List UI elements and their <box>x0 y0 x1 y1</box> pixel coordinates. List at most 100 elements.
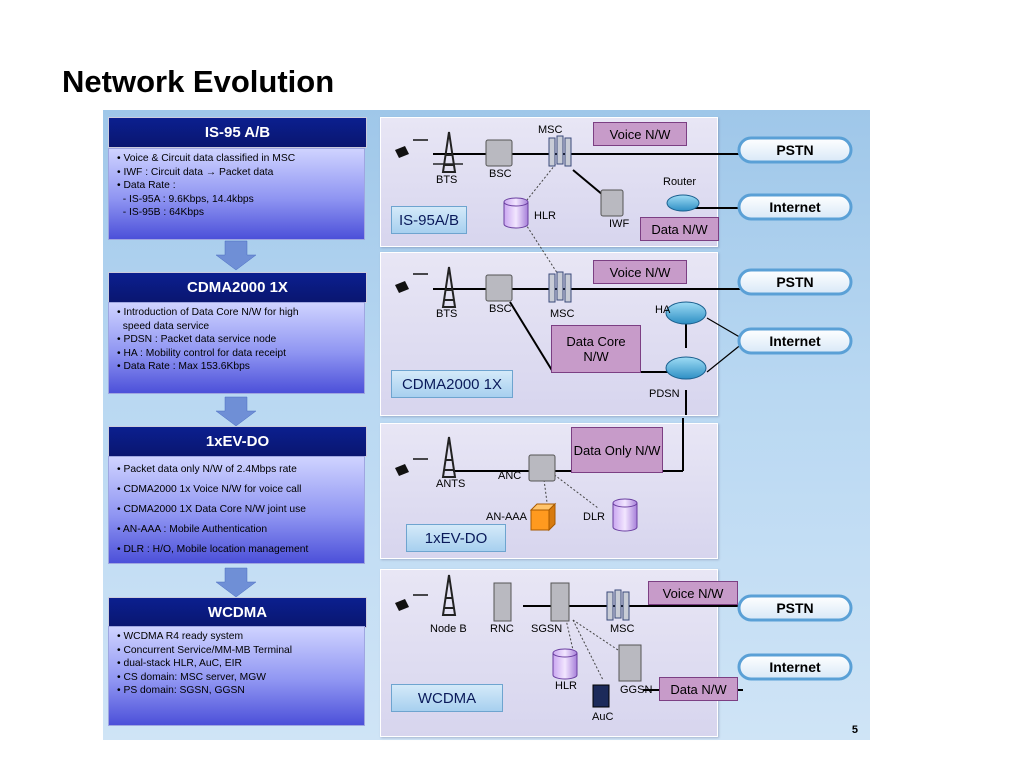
bsc-equipment-icon <box>485 139 513 167</box>
link-line <box>706 317 744 340</box>
msc-switch-icon <box>548 271 572 303</box>
down-arrow-icon <box>215 240 257 271</box>
bullet: • IWF : Circuit data → Packet data <box>117 166 274 178</box>
dlr-database-icon <box>612 503 638 532</box>
internet-cloud: Internet <box>739 655 851 679</box>
bullet: • CDMA2000 1X Data Core N/W joint use <box>117 504 307 515</box>
node-label-dlr: DLR <box>583 511 606 523</box>
hlr-database-icon <box>552 648 578 658</box>
internet-cloud-icon <box>737 653 853 681</box>
pdsn-router-icon <box>665 356 707 380</box>
gen-desc-wcdma: • WCDMA R4 ready system • Concurrent Ser… <box>108 626 365 726</box>
gen-header-1xevdo: 1xEV-DO <box>108 426 367 457</box>
bsc-equipment-icon <box>485 274 513 302</box>
node-label-bsc: BSC <box>489 303 512 315</box>
gen-desc-is95: • Voice & Circuit data classified in MSC… <box>108 148 365 240</box>
iwf-equipment-icon <box>600 189 624 217</box>
pstn-label: PSTN <box>776 600 814 616</box>
gen-header-cdma2000: CDMA2000 1X <box>108 272 367 303</box>
node-label-auc: AuC <box>592 711 614 723</box>
pstn-label: PSTN <box>776 142 814 158</box>
signal-link <box>522 154 564 206</box>
bullet: • dual-stack HLR, AuC, EIR <box>117 658 242 669</box>
bullet: • Data Rate : Max 153.6Kbps <box>117 361 250 372</box>
mobile-phone-icon <box>395 599 409 611</box>
gen-desc-1xevdo: • Packet data only N/W of 2.4Mbps rate •… <box>108 456 365 564</box>
slide-number: 5 <box>851 724 858 736</box>
node-label-sgsn: SGSN <box>531 623 563 635</box>
hlr-database-icon <box>503 197 529 207</box>
hlr-database-icon <box>552 653 578 680</box>
internet-label: Internet <box>769 199 821 215</box>
node-label-ha: HA <box>655 304 671 316</box>
internet-cloud-icon <box>737 193 853 221</box>
bullet: • CDMA2000 1x Voice N/W for voice call <box>117 484 302 495</box>
down-arrow-icon <box>215 567 257 598</box>
dlr-database-icon <box>612 498 638 508</box>
bullet: • PS domain: SGSN, GGSN <box>117 685 245 696</box>
sgsn-equipment-icon <box>550 582 570 622</box>
msc-switch-icon <box>548 135 572 167</box>
ggsn-equipment-icon <box>618 644 642 682</box>
voice-nw-box: Voice N/W <box>593 122 687 146</box>
node-label-rnc: RNC <box>490 623 514 635</box>
bullet: • DLR : H/O, Mobile location management <box>117 544 309 555</box>
pstn-cloud: PSTN <box>739 596 851 620</box>
diagram-slide: IS-95 A/B • Voice & Circuit data classif… <box>103 110 870 740</box>
network-diagram <box>395 131 853 708</box>
down-arrows <box>215 240 257 598</box>
antenna-tower-icon <box>441 436 457 478</box>
pstn-cloud: PSTN <box>739 270 851 294</box>
bullet: • AN-AAA : Mobile Authentication <box>117 524 268 535</box>
bullet: speed data service <box>117 320 210 332</box>
ha-router-icon <box>665 301 707 325</box>
antenna-tower-icon <box>441 131 457 173</box>
msc-switch-icon <box>606 589 630 621</box>
antenna-tower-icon <box>441 574 457 616</box>
router-icon <box>666 194 700 212</box>
panel-tag-cdma2000: CDMA2000 1X <box>391 370 513 398</box>
mobile-phone-icon <box>395 281 409 293</box>
mobile-phone-icon <box>395 464 409 476</box>
bullet: • Data Rate : <box>117 180 176 191</box>
node-label-hlr: HLR <box>555 680 578 692</box>
data-core-nw-box: Data Core N/W <box>551 325 641 373</box>
page-title: Network Evolution <box>62 64 335 99</box>
bullet: • WCDMA R4 ready system <box>117 631 244 642</box>
node-label-msc: MSC <box>610 623 635 635</box>
bullet: • Concurrent Service/MM-MB Terminal <box>117 644 293 656</box>
data-only-nw-box: Data Only N/W <box>571 427 663 473</box>
signal-link <box>522 219 564 283</box>
data-nw-box: Data N/W <box>659 677 738 701</box>
node-label-iwf: IWF <box>609 218 630 230</box>
rnc-equipment-icon <box>493 582 512 622</box>
internet-cloud: Internet <box>739 195 851 219</box>
node-label-ants: ANTS <box>436 478 466 490</box>
down-arrow-icon <box>215 396 257 427</box>
internet-cloud: Internet <box>739 329 851 353</box>
node-label-ggsn: GGSN <box>620 684 653 696</box>
node-label-msc: MSC <box>550 308 575 320</box>
bullet: • Voice & Circuit data classified in MSC <box>117 153 296 164</box>
gen-header-is95: IS-95 A/B <box>108 117 367 148</box>
internet-label: Internet <box>769 333 821 349</box>
node-label-node-b: Node B <box>430 623 467 635</box>
panel-tag-wcdma: WCDMA <box>391 684 503 712</box>
pstn-cloud-icon <box>737 594 853 622</box>
bullet: • HA : Mobility control for data receipt <box>117 347 286 359</box>
node-label-msc: MSC <box>538 124 563 136</box>
signal-link <box>572 619 604 681</box>
pstn-label: PSTN <box>776 274 814 290</box>
hlr-database-icon <box>503 202 529 229</box>
node-label-bts: BTS <box>436 308 458 320</box>
signal-link <box>547 469 599 509</box>
node-label-anc: ANC <box>498 470 522 482</box>
node-label-bts: BTS <box>436 174 458 186</box>
gen-desc-cdma2000: • Introduction of Data Core N/W for high… <box>108 302 365 394</box>
gen-header-wcdma: WCDMA <box>108 597 367 628</box>
voice-nw-box: Voice N/W <box>648 581 738 605</box>
auc-equipment-icon <box>592 684 610 708</box>
node-label-an-aaa: AN-AAA <box>486 511 527 523</box>
pstn-cloud: PSTN <box>739 138 851 162</box>
node-label-pdsn: PDSN <box>649 388 680 400</box>
